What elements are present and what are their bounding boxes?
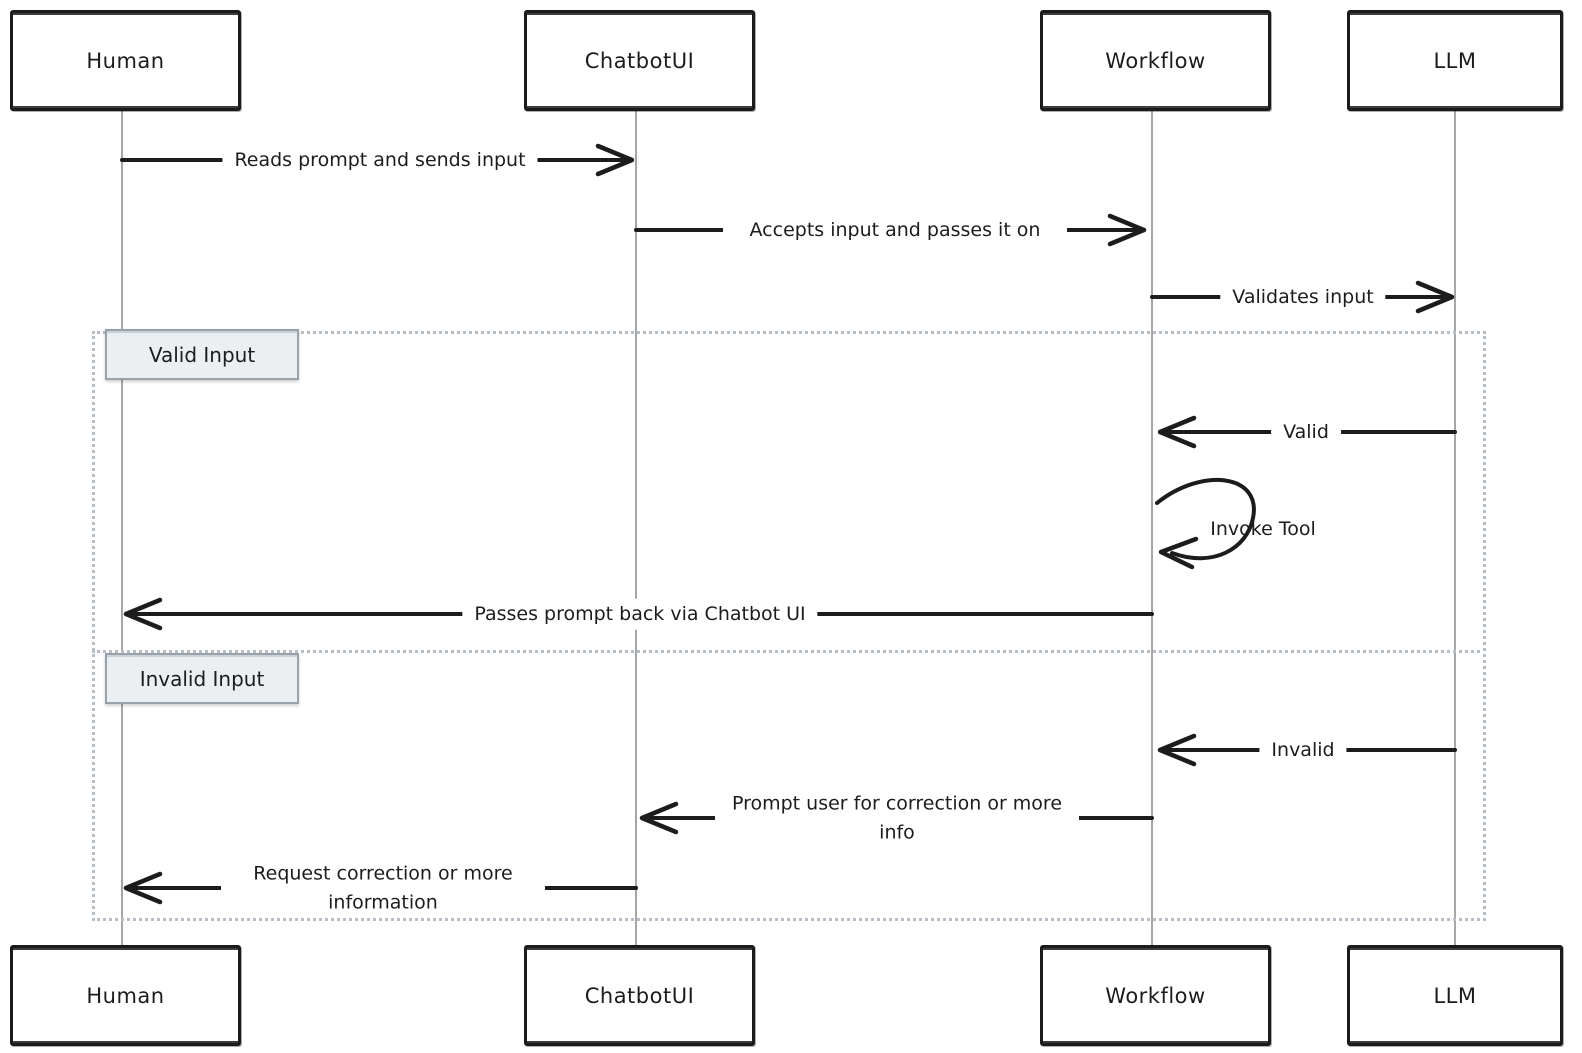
section-label-invalid-input: Invalid Input [105, 653, 299, 704]
actor-box-llm-top: LLM [1347, 10, 1563, 111]
actor-box-human-bottom: Human [10, 945, 241, 1046]
lifeline-chatbotui [635, 105, 637, 945]
message-label-accepts-input: Accepts input and passes it on [723, 214, 1067, 246]
actor-label: Human [86, 983, 165, 1008]
section-label-text: Valid Input [148, 342, 256, 367]
actor-label: LLM [1433, 48, 1477, 73]
message-label-reads-prompt: Reads prompt and sends input [222, 144, 538, 176]
lifeline-workflow [1151, 105, 1153, 945]
actor-label: ChatbotUI [584, 983, 695, 1008]
message-label-request-correction: Request correction or more information [221, 858, 545, 918]
actor-label: Human [86, 48, 165, 73]
alt-frame [92, 331, 1486, 921]
actor-box-workflow-top: Workflow [1040, 10, 1271, 111]
actor-box-human-top: Human [10, 10, 241, 111]
actor-box-chatbotui-top: ChatbotUI [524, 10, 755, 111]
message-label-invoke-tool: Invoke Tool [1210, 517, 1316, 540]
actor-box-llm-bottom: LLM [1347, 945, 1563, 1046]
alt-divider [92, 650, 1480, 653]
message-label-invalid: Invalid [1259, 734, 1347, 766]
actor-box-chatbotui-bottom: ChatbotUI [524, 945, 755, 1046]
message-label-valid: Valid [1271, 416, 1341, 448]
actor-label: ChatbotUI [584, 48, 695, 73]
message-label-prompt-user: Prompt user for correction or more info [715, 788, 1079, 848]
actor-label: Workflow [1105, 48, 1206, 73]
actor-label: LLM [1433, 983, 1477, 1008]
message-label-passes-prompt-back: Passes prompt back via Chatbot UI [462, 598, 818, 630]
actor-label: Workflow [1105, 983, 1206, 1008]
arrow-invoke-tool-loop [1155, 478, 1256, 570]
section-label-valid-input: Valid Input [105, 329, 299, 380]
actor-box-workflow-bottom: Workflow [1040, 945, 1271, 1046]
lifeline-human [121, 105, 123, 945]
lifeline-llm [1454, 105, 1456, 945]
message-label-validates-input: Validates input [1220, 281, 1386, 313]
section-label-text: Invalid Input [139, 666, 265, 691]
